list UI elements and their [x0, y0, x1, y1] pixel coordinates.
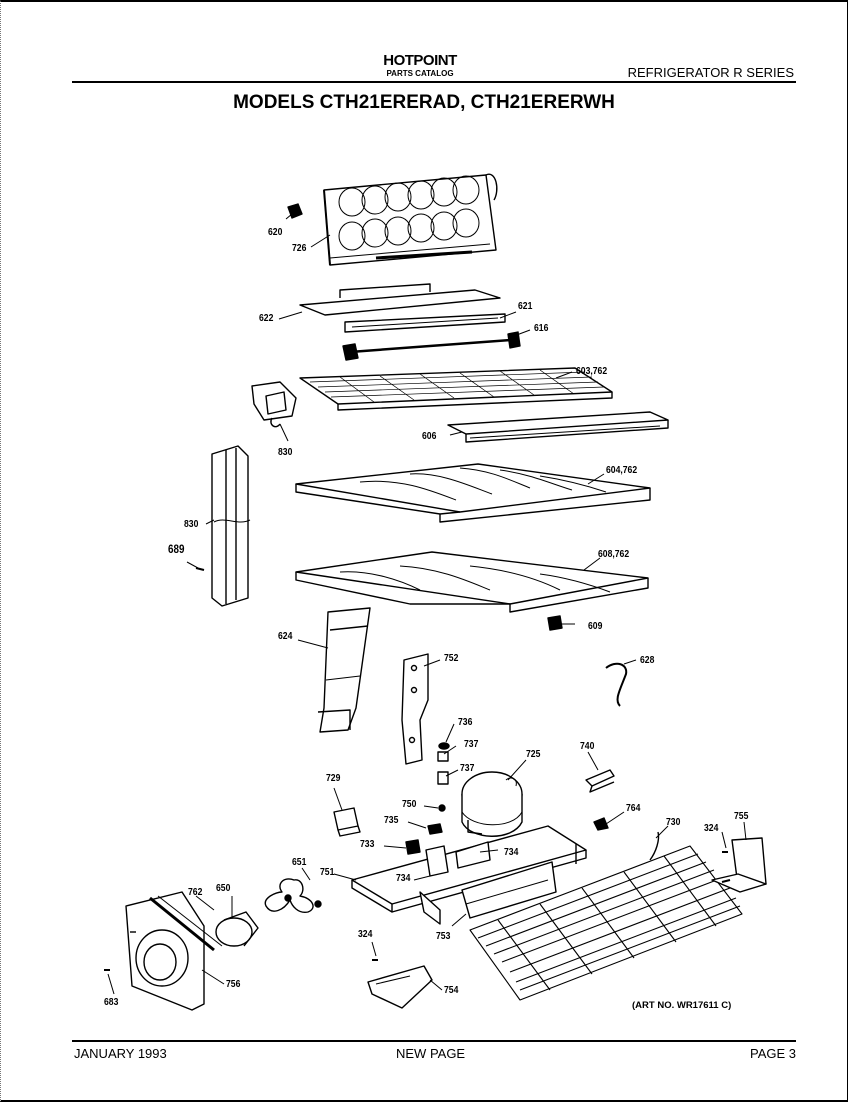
condenser-coil-top [323, 173, 498, 266]
part-label-762: 762 [188, 886, 203, 898]
part-label-620: 620 [268, 226, 283, 238]
footer-page-status: NEW PAGE [396, 1046, 466, 1061]
footer-date: JANUARY 1993 [74, 1046, 167, 1061]
part-label-752: 752 [444, 652, 459, 664]
part-label-754: 754 [444, 984, 459, 996]
part-label-622: 622 [259, 312, 274, 324]
part-label-750: 750 [402, 798, 417, 810]
part-label-830-upper: 830 [278, 446, 293, 458]
part-label-616: 616 [534, 322, 549, 334]
part-label-725: 725 [526, 748, 541, 760]
condenser-coil-bottom [469, 831, 743, 1001]
part-label-830-channel: 830 [184, 518, 199, 530]
part-label-604-762: 604,762 [606, 464, 638, 476]
footer-page-number: PAGE 3 [749, 1046, 796, 1061]
part-label-609: 609 [588, 620, 603, 632]
part-label-726: 726 [292, 242, 307, 254]
brand-title: HOTPOINT [383, 52, 457, 69]
brand-subtitle: PARTS CATALOG [386, 69, 454, 78]
part-label-606: 606 [422, 430, 437, 442]
part-label-734-right: 734 [504, 846, 519, 858]
part-label-755: 755 [734, 810, 749, 822]
part-label-730: 730 [666, 816, 681, 828]
part-label-751: 751 [320, 866, 335, 878]
models-title: MODELS CTH21ERERAD, CTH21ERERWH [233, 92, 615, 113]
compressor [461, 771, 523, 837]
part-label-624: 624 [278, 630, 293, 642]
part-label-324-lower: 324 [358, 928, 373, 940]
part-label-740: 740 [580, 740, 595, 752]
part-label-737-lower: 737 [460, 762, 475, 774]
part-label-324-upper: 324 [704, 822, 719, 834]
part-label-628: 628 [640, 654, 655, 666]
part-label-756: 756 [226, 978, 241, 990]
part-label-683: 683 [104, 996, 119, 1008]
footer-rule [72, 1040, 796, 1042]
part-label-651: 651 [292, 856, 307, 868]
part-label-737-upper: 737 [464, 738, 479, 750]
header-rule [72, 81, 796, 83]
art-number: (ART NO. WR17611 C) [632, 1000, 732, 1011]
part-label-689: 689 [168, 542, 185, 556]
part-label-734-left: 734 [396, 872, 411, 884]
part-label-603-762: 603,762 [576, 365, 608, 377]
series-label: REFRIGERATOR R SERIES [627, 65, 794, 80]
part-label-621: 621 [518, 300, 533, 312]
part-label-733: 733 [360, 838, 375, 850]
part-label-764: 764 [626, 802, 641, 814]
part-label-650: 650 [216, 882, 231, 894]
part-label-735: 735 [384, 814, 399, 826]
part-label-753: 753 [436, 930, 451, 942]
part-label-608-762: 608,762 [598, 548, 630, 560]
part-label-729: 729 [326, 772, 341, 784]
part-label-736: 736 [458, 716, 473, 728]
